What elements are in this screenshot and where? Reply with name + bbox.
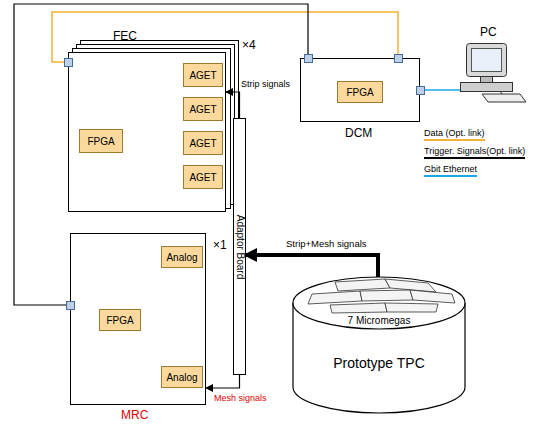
legend-text: Data (Opt. link) — [424, 128, 485, 138]
node-label: FPGA — [106, 315, 133, 326]
rotated-label: Adaptor Board — [234, 214, 245, 279]
node-label: FPGA — [346, 87, 373, 98]
ellipsis-dots — [179, 303, 183, 333]
dot — [179, 303, 183, 307]
port-square — [305, 55, 313, 63]
analog-chip: Analog — [161, 366, 203, 388]
legend-line-sample — [424, 175, 477, 177]
node-heading: Prototype TPC — [290, 355, 468, 371]
fec-stack — [73, 41, 239, 209]
signal-arrow — [226, 92, 240, 118]
aget-chip: AGET — [183, 165, 223, 189]
adaptor-board: Adaptor Board — [233, 118, 246, 375]
aget-chip: AGET — [183, 131, 223, 155]
legend-item: Gbit Ethernet — [424, 164, 477, 177]
tpc-cylinder: 7 MicromegasPrototype TPC — [290, 275, 468, 415]
link-line — [52, 12, 398, 62]
legend-line-sample — [424, 139, 485, 141]
port-square — [395, 55, 403, 63]
node-label: AGET — [189, 70, 216, 81]
signal-label: Strip signals — [241, 79, 290, 89]
legend-item: Trigger. Signals(Opt. link) — [424, 146, 525, 159]
signal-label: Strip+Mesh signals — [286, 238, 367, 249]
micromegas-tile — [335, 279, 390, 291]
legend-text: Gbit Ethernet — [424, 164, 477, 174]
node-heading: DCM — [345, 126, 372, 140]
micromegas-tile — [385, 303, 438, 312]
node-label: Analog — [166, 252, 197, 263]
port-square — [65, 59, 73, 67]
signal-arrow — [246, 255, 378, 277]
pc-icon: PC — [460, 42, 528, 104]
analog-chip: Analog — [161, 246, 203, 268]
legend: Data (Opt. link) Trigger. Signals(Opt. li… — [424, 128, 525, 182]
dot — [179, 329, 183, 333]
computer-icon — [460, 42, 528, 104]
tpc-drawing — [290, 275, 468, 415]
micromegas-tile — [410, 290, 455, 303]
node-label: FPGA — [87, 136, 114, 147]
dcm-board: DCMFPGA — [300, 58, 420, 122]
micromegas-tile — [330, 303, 387, 313]
multiplicity-label: ×4 — [242, 38, 256, 52]
fpga-chip: FPGA — [99, 309, 141, 331]
link-line — [14, 4, 308, 305]
legend-item: Data (Opt. link) — [424, 128, 485, 141]
node-label: AGET — [189, 172, 216, 183]
aget-chip: AGET — [183, 97, 223, 121]
micromegas-tile — [308, 291, 362, 304]
signal-label: Mesh signals — [214, 393, 267, 403]
multiplicity-label: ×1 — [213, 238, 227, 252]
fec-board: FECFPGAAGETAGETAGETAGET — [68, 52, 226, 212]
stacked-board — [73, 49, 231, 209]
signal-arrow — [206, 375, 240, 388]
link-line — [420, 89, 460, 91]
mrc-board: MRCFPGAAnalogAnalog — [70, 233, 206, 405]
port-square — [417, 87, 425, 95]
node-label: Analog — [166, 372, 197, 383]
node-label: AGET — [189, 104, 216, 115]
node-heading: PC — [480, 25, 497, 39]
legend-text: Trigger. Signals(Opt. link) — [424, 146, 525, 156]
fpga-chip: FPGA — [79, 129, 123, 153]
node-heading: FEC — [113, 29, 137, 43]
port-square — [67, 302, 75, 310]
dot — [179, 316, 183, 320]
legend-line-sample — [424, 157, 525, 159]
node-label: AGET — [189, 138, 216, 149]
fpga-chip: FPGA — [337, 81, 383, 103]
micromegas-tile — [385, 279, 436, 292]
micromegas-tile — [360, 290, 413, 301]
aget-chip: AGET — [183, 63, 223, 87]
node-heading: 7 Micromegas — [290, 315, 468, 326]
node-heading: MRC — [121, 408, 148, 422]
